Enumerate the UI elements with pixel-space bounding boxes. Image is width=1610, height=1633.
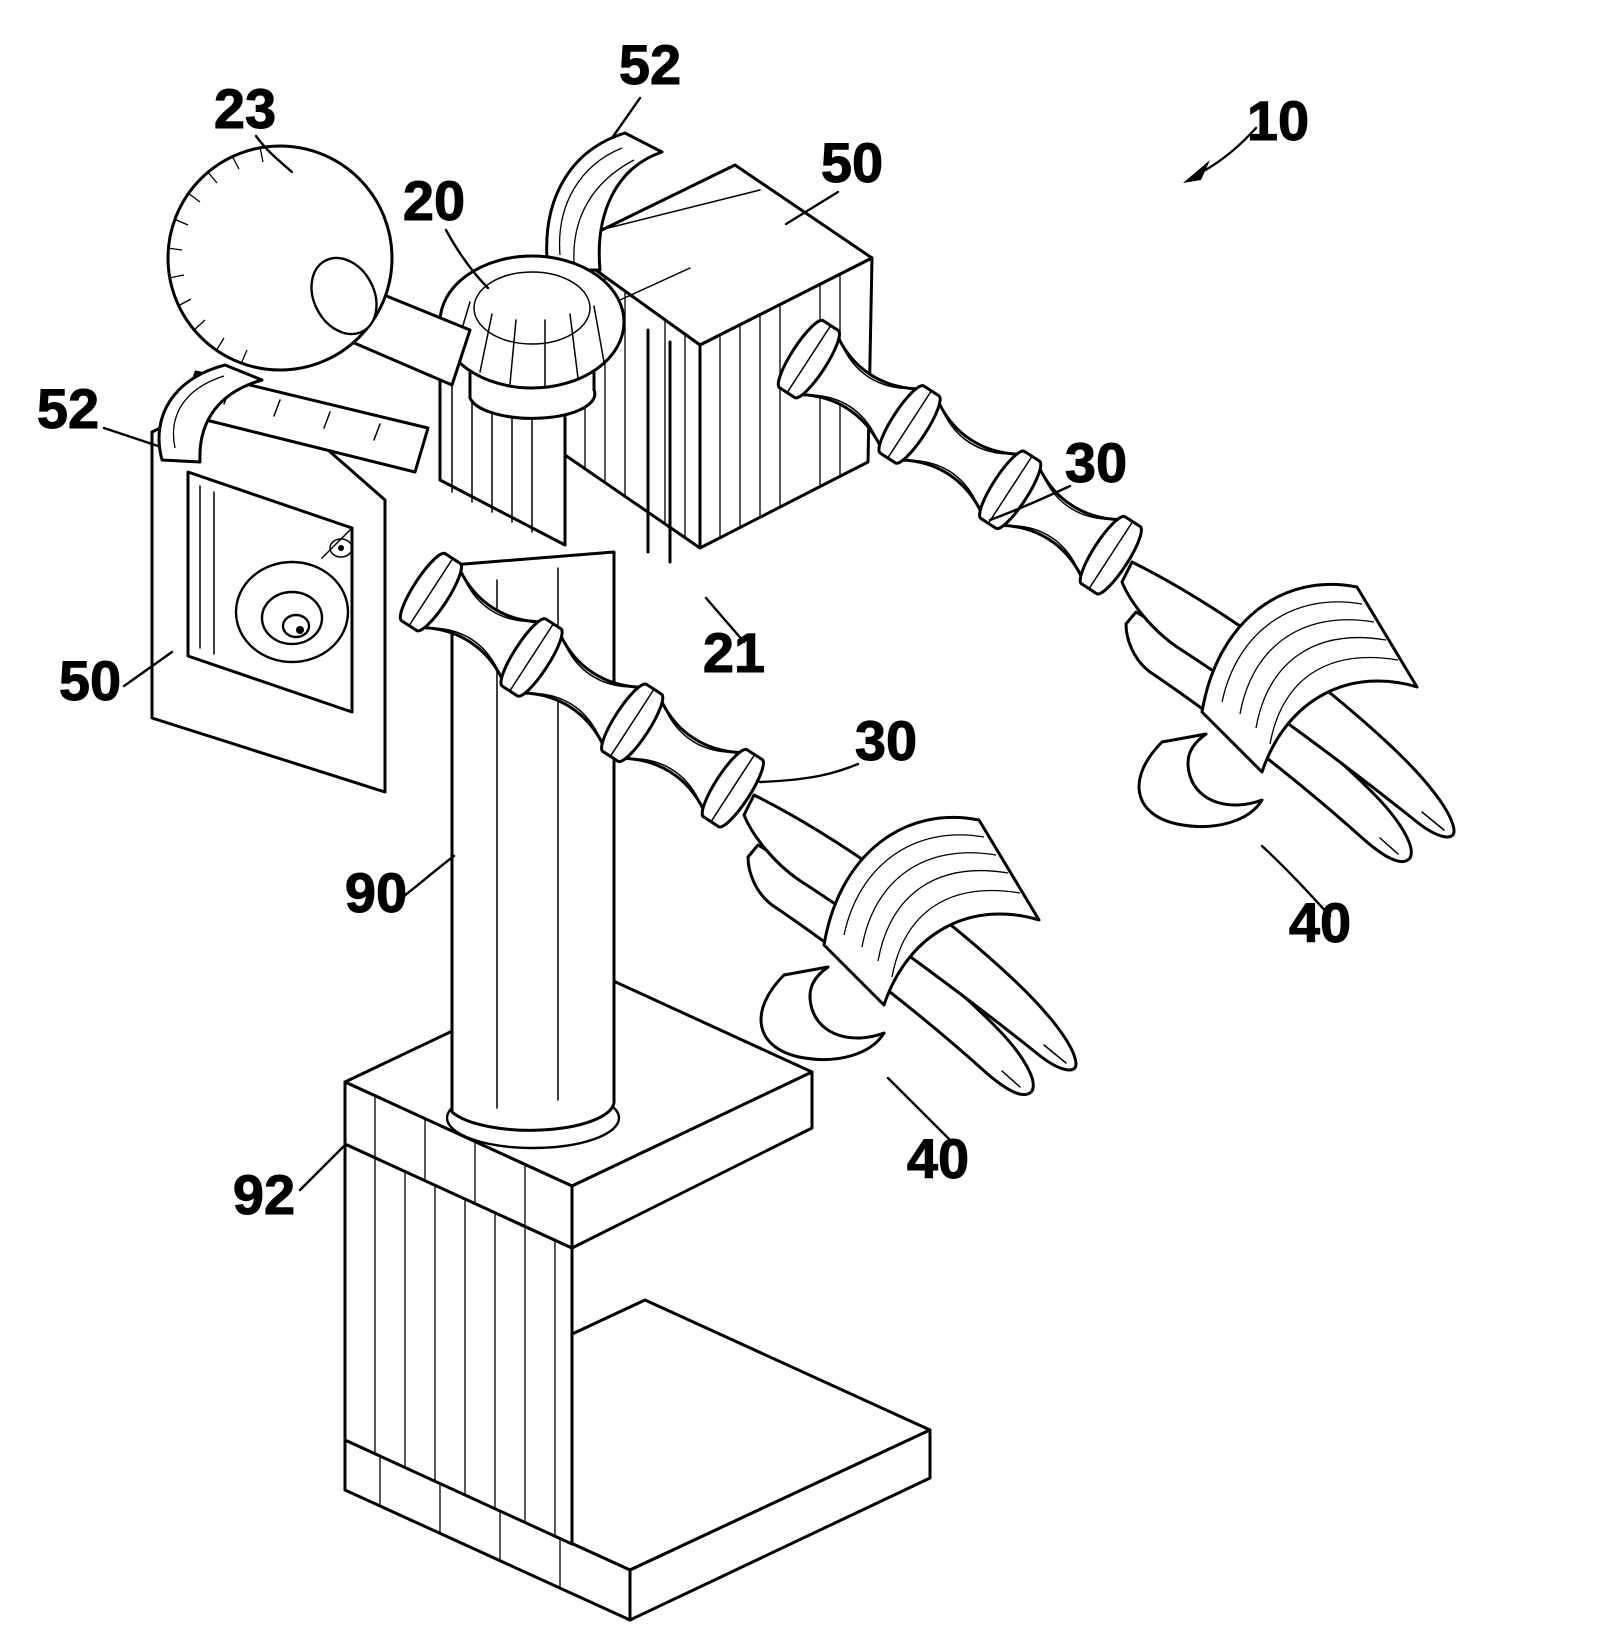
knurled-wheel-assembly xyxy=(166,144,472,387)
instrument-clamp-lower xyxy=(742,793,1078,1097)
reference-labels: 23 52 20 50 10 52 30 50 21 30 90 40 40 9… xyxy=(36,33,1351,1227)
ref-label-90: 90 xyxy=(345,861,407,924)
retaining-clip-top xyxy=(545,131,664,272)
ref-label-30-lower: 30 xyxy=(855,709,917,772)
ref-label-40-right: 40 xyxy=(1289,891,1351,954)
ref-label-10: 10 xyxy=(1247,89,1309,152)
leader-30-lower xyxy=(758,762,860,784)
retaining-clip-left xyxy=(157,363,264,464)
ref-label-20: 20 xyxy=(403,169,465,232)
instrument-clamp-right xyxy=(1120,560,1456,864)
ref-label-30-upper: 30 xyxy=(1065,431,1127,494)
knurled-wheel xyxy=(166,144,394,372)
ref-label-92: 92 xyxy=(233,1163,295,1226)
ref-label-52-left: 52 xyxy=(37,377,99,440)
leader-52-left xyxy=(102,426,160,448)
housing-slot xyxy=(646,328,672,564)
ref-label-40-lower: 40 xyxy=(907,1127,969,1190)
ref-label-50-left: 50 xyxy=(59,649,121,712)
leader-92 xyxy=(298,1144,346,1192)
leader-21 xyxy=(704,596,746,644)
ref-label-23: 23 xyxy=(214,77,276,140)
table-clamp xyxy=(343,966,932,1622)
drawing-root: 23 52 20 50 10 52 30 50 21 30 90 40 40 9… xyxy=(36,33,1456,1622)
adjustment-knob xyxy=(438,254,626,420)
direction-arrow-10 xyxy=(1183,126,1258,183)
leader-40-lower xyxy=(886,1076,952,1142)
leader-50-left xyxy=(122,650,174,688)
leader-30-upper xyxy=(988,484,1072,522)
leader-23 xyxy=(254,134,294,174)
ref-label-21: 21 xyxy=(703,621,765,684)
leader-50-right xyxy=(784,190,840,226)
leader-90 xyxy=(402,854,456,898)
set-screw xyxy=(329,538,353,558)
leader-40-right xyxy=(1260,844,1332,918)
leader-lines xyxy=(102,96,1332,1192)
wheel-hub xyxy=(310,256,378,336)
ref-label-50-right: 50 xyxy=(821,131,883,194)
leader-52-top xyxy=(610,96,642,140)
leader-20 xyxy=(444,228,490,290)
ref-label-52-top: 52 xyxy=(619,33,681,96)
retaining-clip-left-assembly xyxy=(157,363,430,474)
